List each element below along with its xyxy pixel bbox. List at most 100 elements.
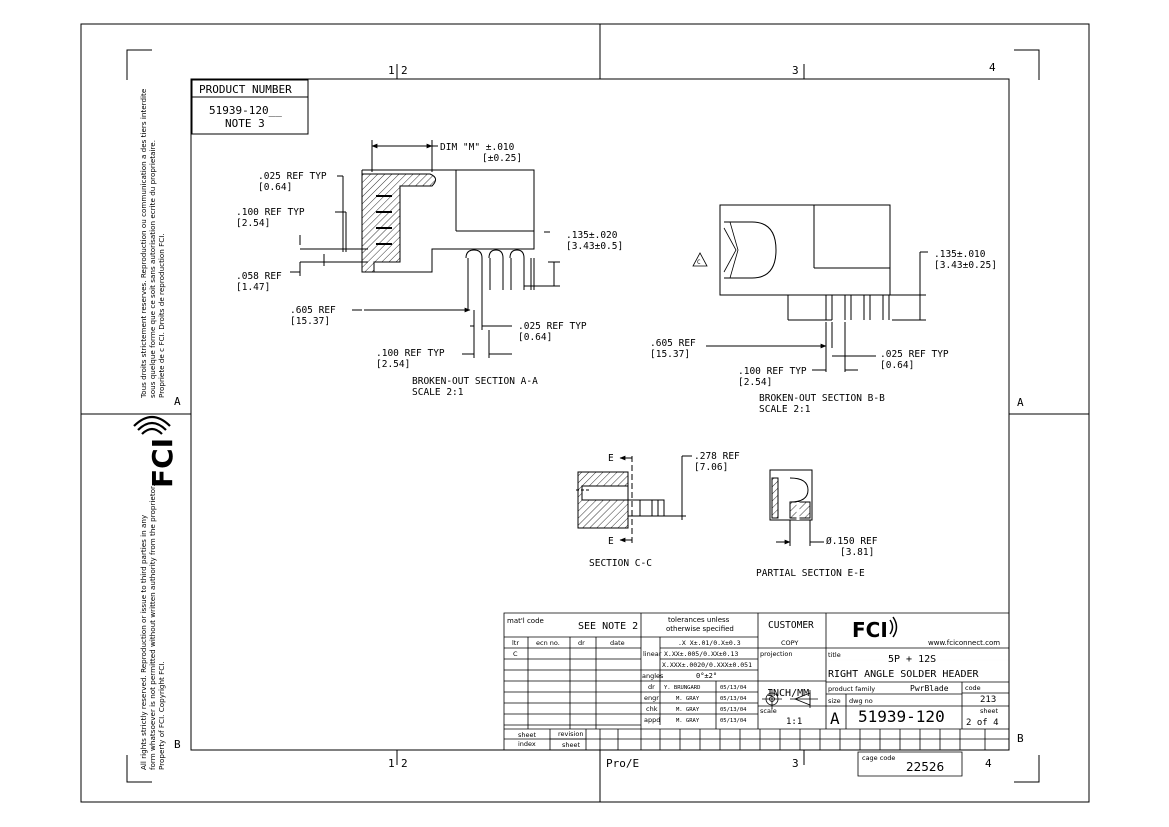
bb-025-mm: [0.64]	[880, 360, 914, 371]
zone-top-1: 1	[388, 64, 395, 77]
pro-e-label: Pro/E	[606, 757, 639, 770]
matl-code-value: SEE NOTE 2	[578, 621, 638, 632]
aa-025b-mm: [0.64]	[518, 332, 552, 343]
section-bb-labels: C .135±.010 [3.43±0.25] .605 REF [15.37]…	[650, 249, 997, 415]
rev-header-ecn: ecn no.	[536, 639, 560, 647]
bb-135: .135±.010	[934, 249, 986, 260]
title-block-text: mat'l code SEE NOTE 2 tolerances unless …	[507, 616, 1000, 774]
projection-label: projection	[760, 650, 792, 658]
product-family-value: PwrBlade	[910, 684, 949, 693]
product-number-value: 51939-120__	[209, 104, 282, 117]
sign-date-engr: 05/13/04	[720, 696, 747, 702]
fci-logo-waves-icon	[890, 617, 897, 637]
section-bb-drawing	[692, 205, 928, 372]
customer-copy: COPY	[781, 639, 798, 647]
ee-150-mm: [3.81]	[840, 547, 874, 558]
sign-date-appd: 05/13/04	[720, 718, 747, 724]
sign-label-chk: chk	[646, 705, 658, 713]
section-aa-drawing	[290, 140, 560, 358]
title-block-grid	[504, 613, 1009, 776]
aa-100b-mm: [2.54]	[376, 359, 410, 370]
dwg-no-value: 51939-120	[858, 707, 945, 726]
section-cc-drawing	[576, 456, 692, 546]
bb-605-ref-mm: [15.37]	[650, 349, 690, 360]
rev-header-ltr: ltr	[512, 639, 519, 647]
zone-top-4: 4	[989, 61, 996, 74]
aa-dim-m-mm: [±0.25]	[482, 153, 522, 164]
title-line-2: RIGHT ANGLE SOLDER HEADER	[828, 669, 979, 680]
size-label: size	[828, 697, 841, 705]
french-note-line-1: Tous droits strictement reserves. Reprod…	[139, 88, 148, 399]
bb-025: .025 REF TYP	[880, 349, 949, 360]
sheet-index-label: sheet	[518, 731, 537, 739]
sign-name-engr: M. GRAY	[676, 696, 700, 702]
rev-header-date: date	[610, 639, 625, 647]
website: www.fciconnect.com	[928, 639, 1000, 647]
linear-label: linear	[643, 650, 662, 658]
sign-date-chk: 05/13/04	[720, 707, 747, 713]
scale-value: 1:1	[786, 717, 802, 727]
cc-e-bottom: E	[608, 536, 614, 547]
section-ee-labels: Ø.150 REF [3.81] PARTIAL SECTION E-E	[756, 536, 878, 579]
product-family-label: product family	[828, 685, 875, 693]
cc-e-top: E	[608, 453, 614, 464]
sheet-index-label-2: index	[518, 740, 536, 748]
aa-605-ref-mm: [15.37]	[290, 316, 330, 327]
aa-100-ref-typ: .100 REF TYP	[236, 207, 305, 218]
bb-scale: SCALE 2:1	[759, 404, 811, 415]
sheet-value: 2 of 4	[966, 718, 999, 728]
cage-code-value: 22526	[906, 760, 944, 774]
english-note-line-1: All rights strictly reserved. Reproducti…	[139, 514, 148, 770]
bb-100-mm: [2.54]	[738, 377, 772, 388]
french-note-line-3: Propriete de c FCI. Droits de reproducti…	[157, 233, 166, 398]
matl-code-label: mat'l code	[507, 617, 544, 625]
linear-value-2: X.XX±.005/0.XX±0.13	[664, 650, 738, 658]
aa-135: .135±.020	[566, 230, 618, 241]
linear-value-3: X.XXX±.0020/0.XXX±0.051	[662, 661, 752, 669]
aa-025-ref-typ-mm: [0.64]	[258, 182, 292, 193]
fci-logo-text: FCI	[146, 438, 179, 488]
tolerances-line-1: tolerances unless	[668, 616, 730, 624]
aa-058-ref: .058 REF	[236, 271, 282, 282]
sign-label-dr: dr	[648, 683, 655, 691]
tolerances-line-2: otherwise specified	[666, 625, 734, 633]
customer-label: CUSTOMER	[768, 620, 814, 631]
zone-right-b: B	[1017, 732, 1024, 745]
aa-caption: BROKEN-OUT SECTION A-A	[412, 376, 538, 387]
aa-025b: .025 REF TYP	[518, 321, 587, 332]
zone-left-b: B	[174, 738, 181, 751]
ee-caption: PARTIAL SECTION E-E	[756, 568, 865, 579]
aa-135-mm: [3.43±0.5]	[566, 241, 623, 252]
title-line-1: 5P + 12S	[888, 654, 936, 665]
sign-date-dr: 05/13/04	[720, 685, 747, 691]
rev-row-ltr: C	[513, 650, 518, 658]
aa-100-ref-typ-mm: [2.54]	[236, 218, 270, 229]
angles-value: 0°±2°	[696, 672, 717, 680]
fci-logo-left: FCI	[134, 417, 179, 488]
sheet-small-label: sheet	[562, 741, 581, 749]
code-value: 213	[980, 695, 996, 705]
aa-dim-m: DIM "M" ±.010	[440, 142, 515, 153]
angles-label: angles	[642, 672, 664, 680]
bb-caption: BROKEN-OUT SECTION B-B	[759, 393, 885, 404]
sign-label-engr: engr	[644, 694, 659, 702]
projection-symbol	[762, 689, 818, 709]
zone-right-a: A	[1017, 396, 1024, 409]
aa-058-ref-mm: [1.47]	[236, 282, 270, 293]
zone-left-a: A	[174, 395, 181, 408]
aa-100b: .100 REF TYP	[376, 348, 445, 359]
dwg-no-label: dwg no	[849, 697, 873, 705]
english-note-line-3: Property of FCI. Copyright FCI.	[157, 661, 166, 770]
sign-name-appd: M. GRAY	[676, 718, 700, 724]
linear-value-1: .X X±.01/0.X±0.3	[678, 639, 741, 647]
product-number-box: PRODUCT NUMBER 51939-120__ NOTE 3	[192, 80, 308, 134]
product-number-header: PRODUCT NUMBER	[199, 83, 292, 96]
sign-name-chk: M. GRAY	[676, 707, 700, 713]
sheet-label: sheet	[980, 707, 999, 715]
code-label: code	[965, 684, 981, 692]
title-label: title	[828, 651, 841, 659]
french-note-line-2: sous quelque forme que ce soit sans auto…	[148, 140, 157, 398]
scale-label: scale	[760, 707, 777, 715]
zone-labels: 1 2 3 4 1 2 3 4 A B A B Pro/E	[174, 61, 1024, 770]
